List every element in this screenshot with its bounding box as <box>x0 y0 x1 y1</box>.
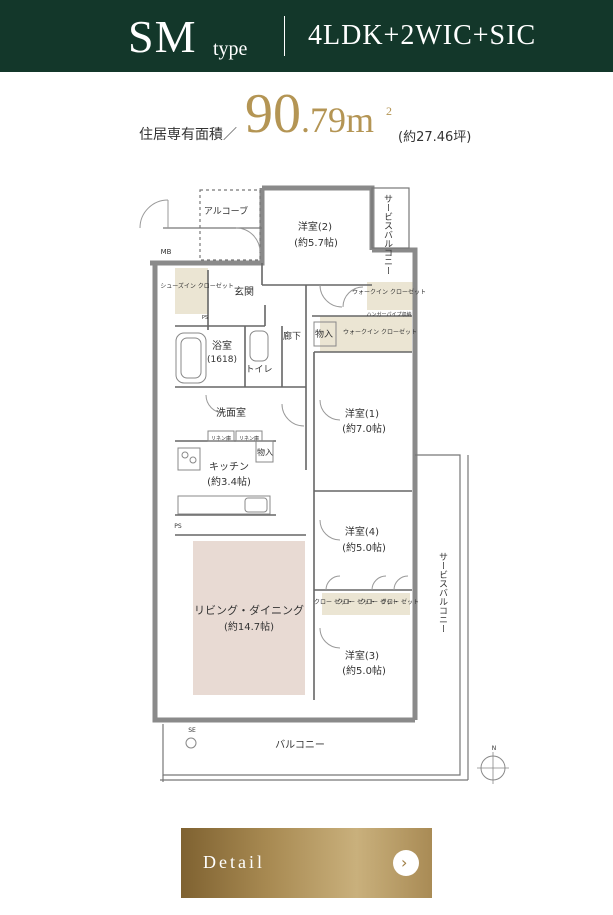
north-label: N <box>492 745 497 752</box>
area-unit-superscript: 2 <box>386 104 392 118</box>
se-label: SE <box>188 727 196 734</box>
room-labels: アルコーブ MB 洋室(2) (約5.7帖) 玄関 シューズイン クローゼット … <box>160 205 496 752</box>
bath-size: (1618) <box>207 355 237 365</box>
balcony-outlines <box>160 187 469 782</box>
closet1-label: クロー ゼット <box>314 598 352 606</box>
closet2-label: クロー ゼット <box>337 598 375 606</box>
detail-button-label: Detail <box>203 852 265 872</box>
closet4-label: クロー ゼット <box>381 598 419 606</box>
mb-label: MB <box>161 248 172 256</box>
storage-label: 物入 <box>315 328 333 340</box>
alcove-label: アルコーブ <box>204 205 248 217</box>
floor-plan: アルコーブ MB 洋室(2) (約5.7帖) 玄関 シューズイン クローゼット … <box>139 185 509 784</box>
western4-label: 洋室(4) <box>345 525 379 538</box>
area-unit: m <box>346 100 375 140</box>
bath-label: 浴室 <box>212 339 232 352</box>
western3-size: (約5.0帖) <box>342 664 386 677</box>
partitions <box>175 263 412 700</box>
closet3-label: クロー ゼット <box>360 598 398 606</box>
area-value: 90.79m <box>245 82 374 146</box>
living-dining-size: (約14.7帖) <box>224 620 274 633</box>
western2-label: 洋室(2) <box>298 220 332 233</box>
header-divider <box>284 16 285 56</box>
ps-label-1: PS <box>202 315 208 321</box>
arrow-glyph: › <box>401 853 408 872</box>
living-dining-label: リビング・ダイニング <box>194 603 304 617</box>
western1-size: (約7.0帖) <box>342 422 386 435</box>
wall-alcove <box>202 188 265 266</box>
kitchen-label: キッチン <box>209 461 249 473</box>
wall-east <box>372 247 418 720</box>
detail-button[interactable]: Detail › <box>181 828 432 898</box>
western2-size: (約5.7帖) <box>294 236 338 249</box>
header-bar: SM type 4LDK+2WIC+SIC <box>0 0 613 72</box>
shoes-closet-fill <box>175 268 208 314</box>
linen1-label: リネン庫 <box>211 435 231 442</box>
area-label: 住居専有面積／ <box>139 127 237 143</box>
western4-size: (約5.0帖) <box>342 541 386 554</box>
washroom-label: 洗面室 <box>216 406 246 419</box>
layout-name: 4LDK+2WIC+SIC <box>308 20 537 51</box>
western1-label: 洋室(1) <box>345 407 379 420</box>
storage2-label: 物入 <box>257 447 273 457</box>
hanger-pipe-label: ハンガーパイプ収納 <box>367 311 412 318</box>
service-balcony-right-label: サービスバルコニー <box>437 552 448 633</box>
wall-west-south <box>152 263 415 723</box>
area-decimal: .79 <box>301 100 346 140</box>
balcony-label: バルコニー <box>275 739 325 751</box>
service-balcony-top-label: サービスバルコニー <box>382 194 393 275</box>
type-word: type <box>213 38 248 60</box>
type-code: SM <box>128 11 197 62</box>
fixtures <box>175 321 506 781</box>
area-integer: 90 <box>245 83 301 145</box>
vertical-labels: サービスバルコニー サービスバルコニー <box>382 194 448 633</box>
shoes-closet-label: シューズイン クローゼット <box>160 282 234 290</box>
area-tsubo: (約27.46坪) <box>398 130 472 145</box>
linen2-label: リネン庫 <box>239 435 259 442</box>
closets-fill <box>322 593 410 615</box>
ps-label-2: PS <box>174 523 182 530</box>
room-fills <box>175 268 413 695</box>
hallway-label: 廊下 <box>283 330 301 342</box>
arrow-right-icon: › <box>393 850 419 876</box>
compass-icon <box>477 752 509 784</box>
wic-label: ウォークイン クローゼット <box>343 328 417 336</box>
entrance-label: 玄関 <box>234 285 254 298</box>
walk-in-closet-top-fill <box>367 282 413 310</box>
doors <box>139 199 409 649</box>
wic-top-label: ウォークイン クローゼット <box>352 288 426 296</box>
toilet-label: トイレ <box>245 365 272 375</box>
western3-label: 洋室(3) <box>345 649 379 662</box>
kitchen-size: (約3.4帖) <box>207 475 251 488</box>
living-dining-floor <box>193 541 305 695</box>
